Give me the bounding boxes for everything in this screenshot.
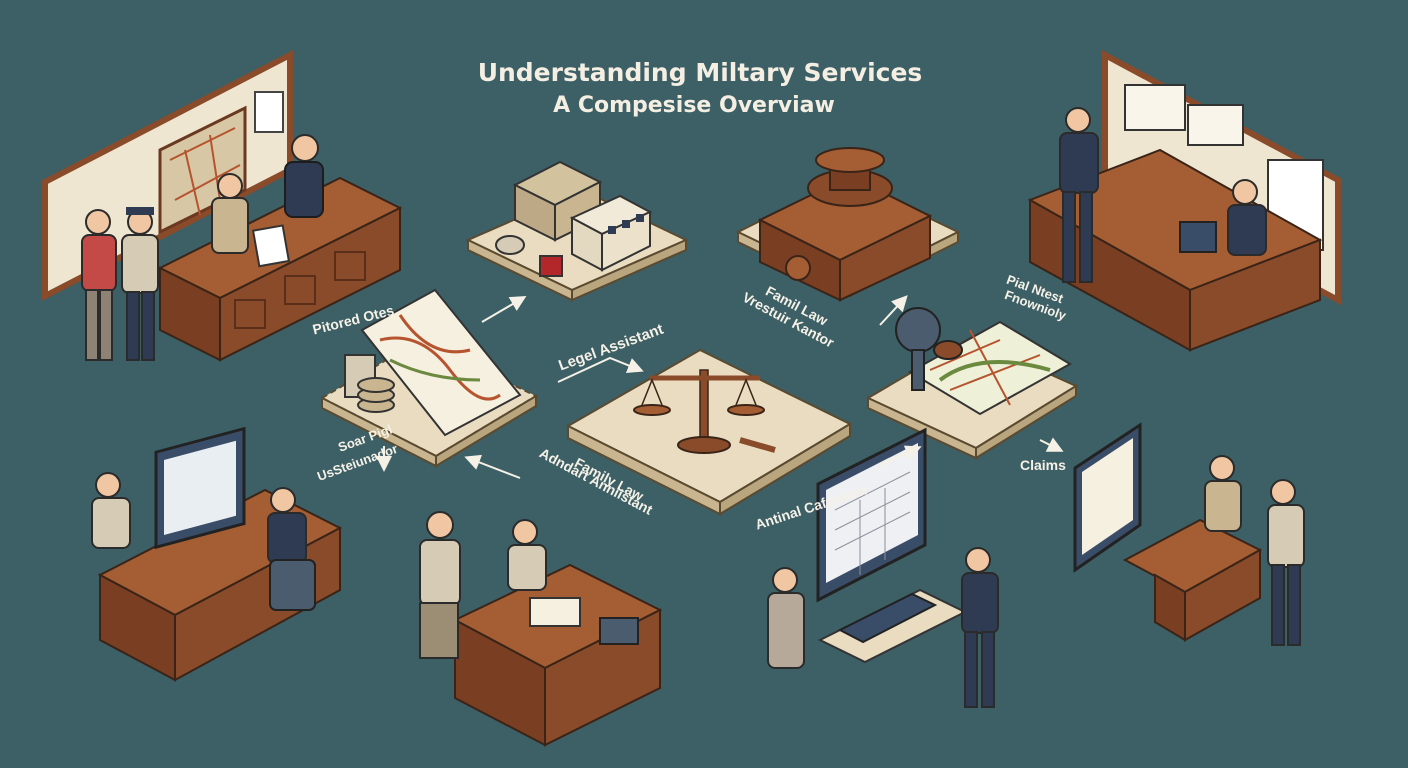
workstation-right: [1073, 422, 1305, 646]
workstation-left: [91, 426, 343, 682]
workstation-monitor: [767, 427, 999, 708]
supplies-platform: [465, 160, 689, 302]
label-legal-assistant: Legel Assistant: [556, 321, 665, 375]
subtitle: A Compesise Overviaw: [553, 93, 835, 118]
justice-scales-platform: [565, 348, 853, 516]
workstation-center: [419, 511, 663, 747]
courtroom-scene: [42, 50, 403, 362]
map-platform-left: [319, 288, 539, 468]
main-title: Understanding Miltary Services: [477, 58, 923, 87]
building-platform: [735, 147, 961, 302]
office-scene: [1027, 49, 1341, 352]
connector-arrows: [376, 295, 1064, 479]
map-platform-right: [865, 307, 1079, 460]
label-claims: Claims: [1020, 457, 1066, 473]
